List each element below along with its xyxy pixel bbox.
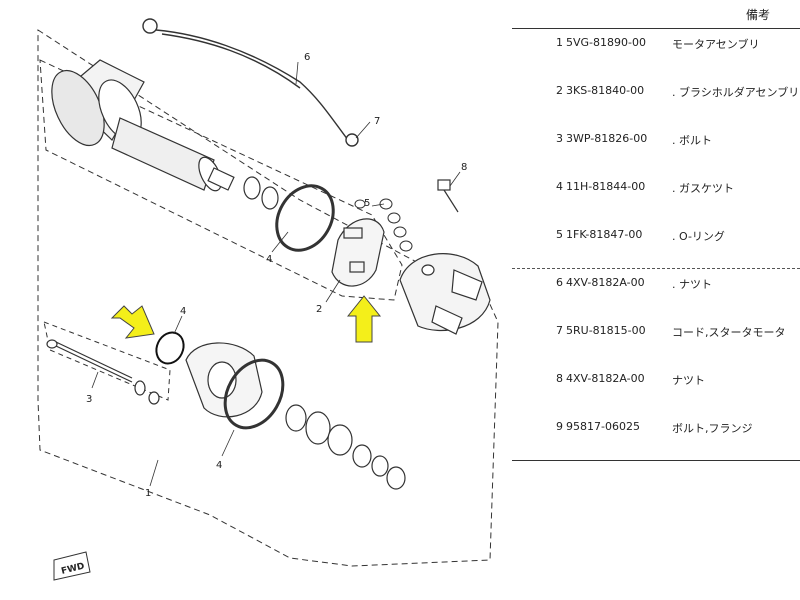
table-row: 5 1FK-81847-00 . O-リング (556, 228, 725, 243)
table-row: 6 4XV-8182A-00 . ナツト (556, 276, 712, 291)
yellow-arrow-up-icon (346, 295, 382, 343)
callout-8: 7 (374, 116, 380, 127)
table-row: 2 3KS-81840-00 . ブラシホルダアセンブリ (556, 84, 800, 99)
callout-6: 5 (364, 198, 370, 209)
callout-4-upper: 4 (266, 254, 272, 265)
bolt-9 (437, 179, 459, 213)
bearing-set (285, 404, 406, 490)
parts-list-panel: 備考 1 5VG-81890-00 モータアセンブリ 2 3KS-81840-0… (510, 0, 800, 600)
o-ring (155, 331, 185, 365)
starter-cord (142, 18, 359, 147)
table-row: 7 5RU-81815-00 コード,スタータモータ (556, 324, 786, 339)
exploded-parts-diagram: 6 7 5 8 4 2 4 3 4 1 FWD (37, 18, 499, 581)
table-top-rule (512, 28, 800, 29)
through-bolt (46, 339, 160, 405)
callout-7: 6 (304, 52, 310, 63)
table-divider (512, 268, 800, 269)
callout-4-lower: 4 (216, 460, 222, 471)
fwd-arrow-icon: FWD (53, 551, 91, 581)
assembly-2-boundary (39, 59, 403, 301)
bolt-group-boundary (43, 321, 171, 401)
callout-9: 8 (461, 162, 467, 173)
table-bottom-rule (512, 460, 800, 461)
yellow-arrow-left-icon (110, 305, 155, 339)
table-row: 4 11H-81844-00 . ガスケツト (556, 180, 734, 195)
callout-2: 2 (316, 304, 322, 315)
motor-body (51, 59, 235, 192)
remarks-header: 備考 (745, 8, 770, 22)
callout-3: 3 (86, 394, 92, 405)
table-row: 9 95817-06025 ボルト,フランジ (556, 420, 753, 435)
callout-5: 4 (180, 306, 186, 317)
table-row: 8 4XV-8182A-00 ナツト (556, 372, 705, 387)
rear-cover (399, 253, 491, 335)
table-row: 1 5VG-81890-00 モータアセンブリ (556, 36, 760, 51)
small-washers (354, 198, 413, 252)
gasket-upper (275, 184, 335, 252)
brush-holder (331, 218, 385, 287)
washer-set (243, 176, 279, 210)
table-row: 3 3WP-81826-00 . ボルト (556, 132, 712, 147)
callout-1: 1 (145, 488, 151, 499)
gasket-lower (223, 358, 285, 430)
